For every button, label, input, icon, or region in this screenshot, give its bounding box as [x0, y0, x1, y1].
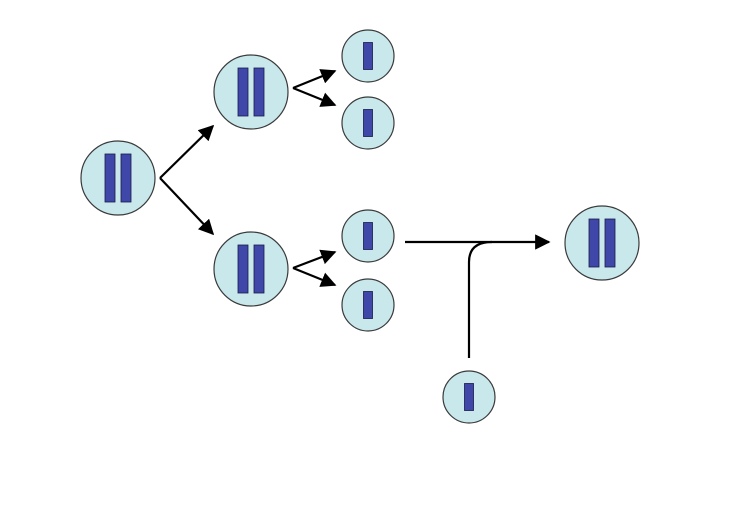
upper-gamete-2-chromosome-1	[363, 109, 373, 137]
zygote-chromosome-2	[604, 218, 616, 268]
arrow-parent-to-lower	[159, 177, 215, 236]
parent-chromosome-2	[120, 153, 132, 203]
cells-layer	[80, 29, 640, 424]
lower-gamete-2-cell	[341, 278, 395, 332]
parent-chromosome-1	[104, 153, 116, 203]
lower-daughter-cell	[213, 231, 289, 307]
upper-daughter-cell	[213, 54, 289, 130]
upper-gamete-1-chromosome-1	[363, 42, 373, 70]
arrow-parent-to-upper	[159, 124, 215, 179]
arrow-lower-to-gamete-1	[292, 249, 337, 270]
lower-gamete-1-chromosome-1	[363, 222, 373, 250]
incoming-gamete-cell	[442, 370, 496, 424]
upper-gamete-1-cell	[341, 29, 395, 83]
lower-gamete-1-cell	[341, 209, 395, 263]
zygote-cell	[564, 205, 640, 281]
lower-daughter-membrane	[213, 231, 289, 307]
lower-daughter-chromosome-1	[237, 244, 249, 294]
upper-daughter-chromosome-1	[237, 67, 249, 117]
incoming-gamete-connector	[467, 240, 493, 358]
parent-cell	[80, 140, 156, 216]
lower-daughter-chromosome-2	[253, 244, 265, 294]
arrows-layer	[159, 69, 551, 358]
zygote-membrane	[564, 205, 640, 281]
upper-daughter-membrane	[213, 54, 289, 130]
arrow-lower-to-gamete-2	[292, 266, 337, 287]
lower-gamete-2-chromosome-1	[363, 291, 373, 319]
zygote-chromosome-1	[588, 218, 600, 268]
arrow-upper-to-gamete-1	[292, 69, 337, 90]
parent-membrane	[80, 140, 156, 216]
incoming-gamete-chromosome-1	[464, 383, 474, 411]
upper-daughter-chromosome-2	[253, 67, 265, 117]
upper-gamete-2-cell	[341, 96, 395, 150]
arrow-upper-to-gamete-2	[292, 86, 337, 107]
